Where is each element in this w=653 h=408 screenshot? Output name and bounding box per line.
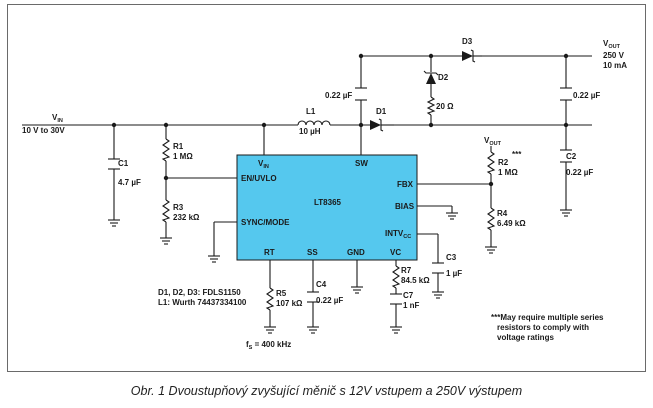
svg-text:D1: D1 [376, 107, 387, 116]
resistor-r7: R7 84.5 kΩ [391, 265, 430, 289]
svg-text:107 kΩ: 107 kΩ [276, 299, 303, 308]
svg-text:C2: C2 [566, 152, 577, 161]
capacitor-c3: C3 1 µF [432, 253, 462, 278]
lt8365-chip: LT8365 VIN SW EN/UVLO FBX BIAS SYNC/MODE… [236, 154, 418, 261]
svg-text:C1: C1 [118, 159, 129, 168]
svg-text:0.22 µF: 0.22 µF [316, 296, 343, 305]
svg-text:R3: R3 [173, 203, 184, 212]
svg-text:1 nF: 1 nF [403, 301, 420, 310]
diode-d3: D3 [462, 37, 482, 63]
pin-fbx: FBX [397, 180, 414, 189]
pin-intvcc: INTVCC [385, 229, 411, 240]
inductor-l1: L1 10 µH [297, 107, 331, 136]
svg-text:0.22 µF: 0.22 µF [573, 91, 600, 100]
diode-d1: D1 [370, 107, 394, 132]
pin-sw: SW [355, 159, 368, 168]
feedback-vout-label: VOUT [484, 136, 502, 147]
svg-text:D2: D2 [438, 73, 449, 82]
diode-d2: D2 [423, 70, 449, 84]
svg-text:232 kΩ: 232 kΩ [173, 213, 200, 222]
ground-symbols [108, 209, 572, 334]
pin-vc: VC [390, 248, 401, 257]
svg-text:10 µH: 10 µH [299, 127, 321, 136]
svg-text:20 Ω: 20 Ω [436, 102, 454, 111]
svg-text:1 MΩ: 1 MΩ [498, 168, 518, 177]
resistor-r1: R1 1 MΩ [161, 138, 193, 162]
capacitor-c2: C2 0.22 µF [560, 149, 593, 177]
vin-range: 10 V to 30V [22, 126, 65, 135]
note-inductor: L1: Wurth 74437334100 [158, 298, 247, 307]
svg-text:C4: C4 [316, 280, 327, 289]
resistor-20ohm: 20 Ω [426, 96, 454, 116]
svg-text:0.22 µF: 0.22 µF [325, 91, 352, 100]
capacitor-c7: C7 1 nF [390, 291, 420, 310]
svg-text:L1: L1 [306, 107, 316, 116]
note-series-line-3: voltage ratings [497, 333, 554, 342]
capacitor-flying: 0.22 µF [325, 87, 367, 101]
svg-text:R2: R2 [498, 158, 509, 167]
resistor-r5: R5 107 kΩ [265, 287, 303, 311]
figure-caption: Obr. 1 Dvoustupňový zvyšující měnič s 12… [130, 384, 523, 398]
pin-gnd: GND [347, 248, 365, 257]
pin-en-uvlo: EN/UVLO [241, 174, 277, 183]
resistor-r3: R3 232 kΩ [161, 199, 200, 223]
note-frequency: fS = 400 kHz [246, 340, 291, 351]
capacitor-cout1: 0.22 µF [560, 87, 600, 101]
vout-label: VOUT [603, 39, 621, 50]
svg-text:0.22 µF: 0.22 µF [566, 168, 593, 177]
junction-dots [111, 53, 569, 187]
svg-text:C7: C7 [403, 291, 414, 300]
vout-current: 10 mA [603, 61, 627, 70]
svg-text:R1: R1 [173, 142, 184, 151]
svg-text:R4: R4 [497, 209, 508, 218]
note-series-line-2: resistors to comply with [497, 323, 589, 332]
svg-text:6.49 kΩ: 6.49 kΩ [497, 219, 526, 228]
svg-text:R7: R7 [401, 266, 412, 275]
resistor-r2: R2 1 MΩ [486, 151, 518, 177]
svg-text:C3: C3 [446, 253, 457, 262]
capacitor-c4: C4 0.22 µF [307, 280, 343, 305]
capacitor-c1: C1 4.7 µF [108, 158, 141, 187]
svg-text:1 µF: 1 µF [446, 269, 462, 278]
wires [22, 55, 592, 327]
svg-text:84.5 kΩ: 84.5 kΩ [401, 276, 430, 285]
pin-ss: SS [307, 248, 318, 257]
vout-voltage: 250 V [603, 51, 625, 60]
pin-vin: VIN [258, 159, 269, 170]
resistor-r4: R4 6.49 kΩ [486, 207, 526, 231]
svg-text:D3: D3 [462, 37, 473, 46]
pin-rt: RT [264, 248, 275, 257]
feedback-stars: *** [512, 150, 522, 159]
pin-sync-mode: SYNC/MODE [241, 218, 290, 227]
svg-text:R5: R5 [276, 289, 287, 298]
note-diodes: D1, D2, D3: FDLS1150 [158, 288, 241, 297]
pin-bias: BIAS [395, 202, 415, 211]
vin-label: VIN [52, 113, 63, 124]
note-series-line-1: ***May require multiple series [491, 313, 604, 322]
svg-text:1 MΩ: 1 MΩ [173, 152, 193, 161]
svg-text:4.7 µF: 4.7 µF [118, 178, 141, 187]
chip-name: LT8365 [314, 198, 342, 207]
